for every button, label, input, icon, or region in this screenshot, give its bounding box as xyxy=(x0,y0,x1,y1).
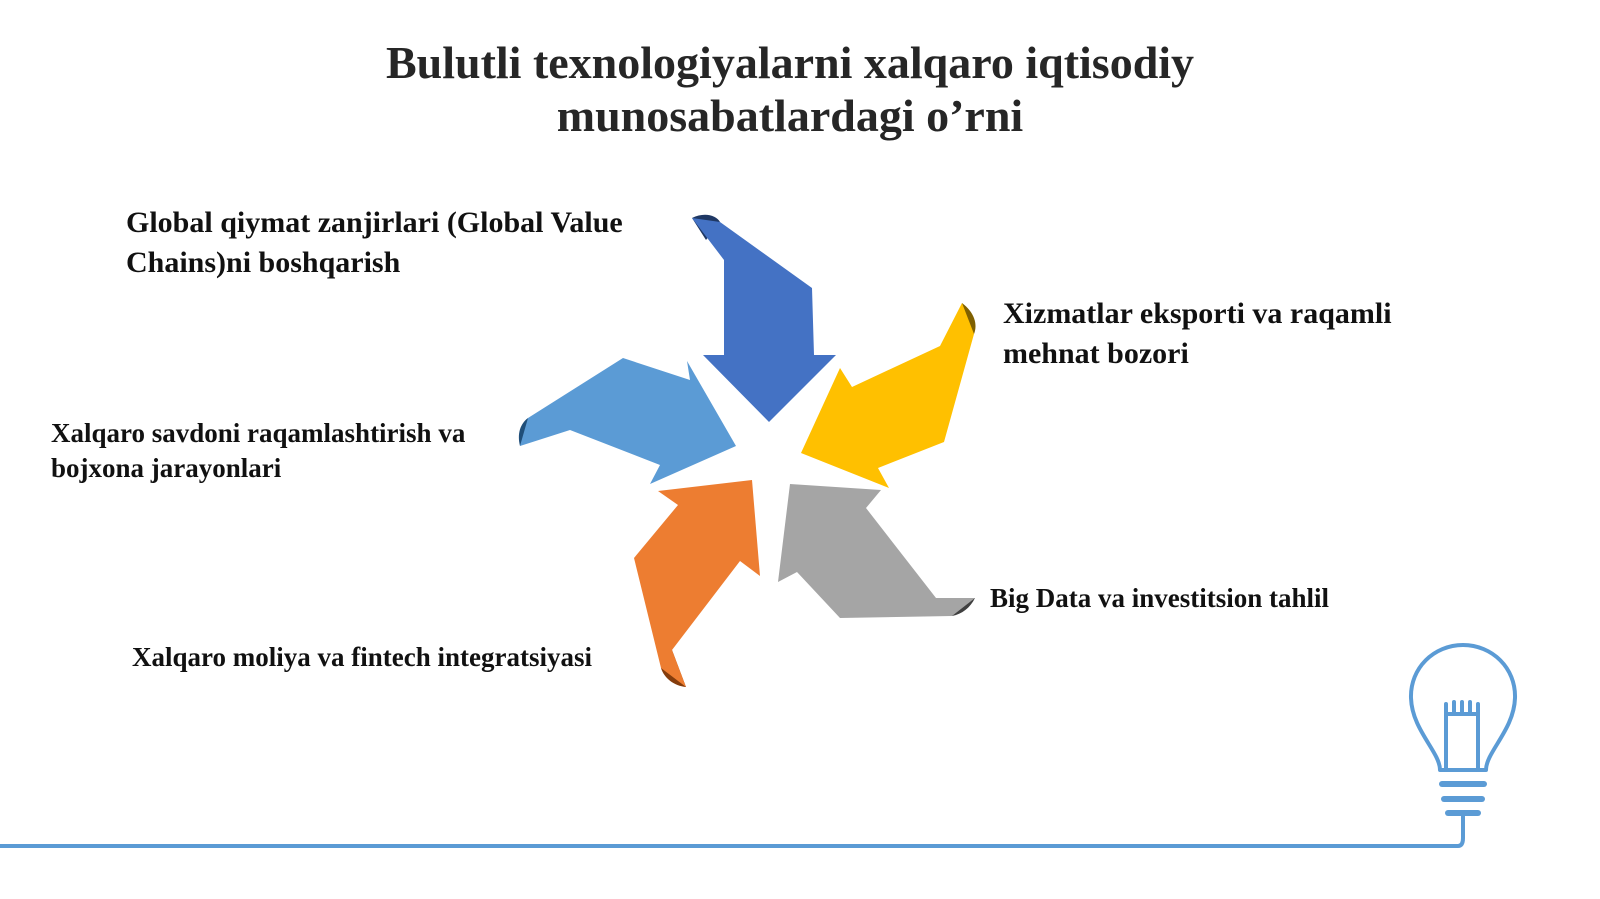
page-title: Bulutli texnologiyalarni xalqaro iqtisod… xyxy=(385,37,1195,141)
arrow-big-data xyxy=(778,484,975,618)
arrow-global-value-chains xyxy=(692,214,836,422)
arrow-trade-digitization xyxy=(518,358,736,484)
arrow-fintech xyxy=(634,480,760,687)
arrow-services-export xyxy=(801,303,976,488)
label-trade-digitization: Xalqaro savdoni raqamlashtirish va bojxo… xyxy=(51,418,466,483)
bulb-cord xyxy=(1457,814,1465,848)
label-global-value-chains: Global qiymat zanjirlari (Global Value C… xyxy=(126,206,623,279)
label-services-export: Xizmatlar eksporti va raqamli mehnat boz… xyxy=(1003,297,1392,370)
label-big-data: Big Data va investitsion tahlil xyxy=(990,583,1330,613)
label-fintech: Xalqaro moliya va fintech integratsiyasi xyxy=(132,642,592,672)
lightbulb-icon xyxy=(1408,643,1518,816)
